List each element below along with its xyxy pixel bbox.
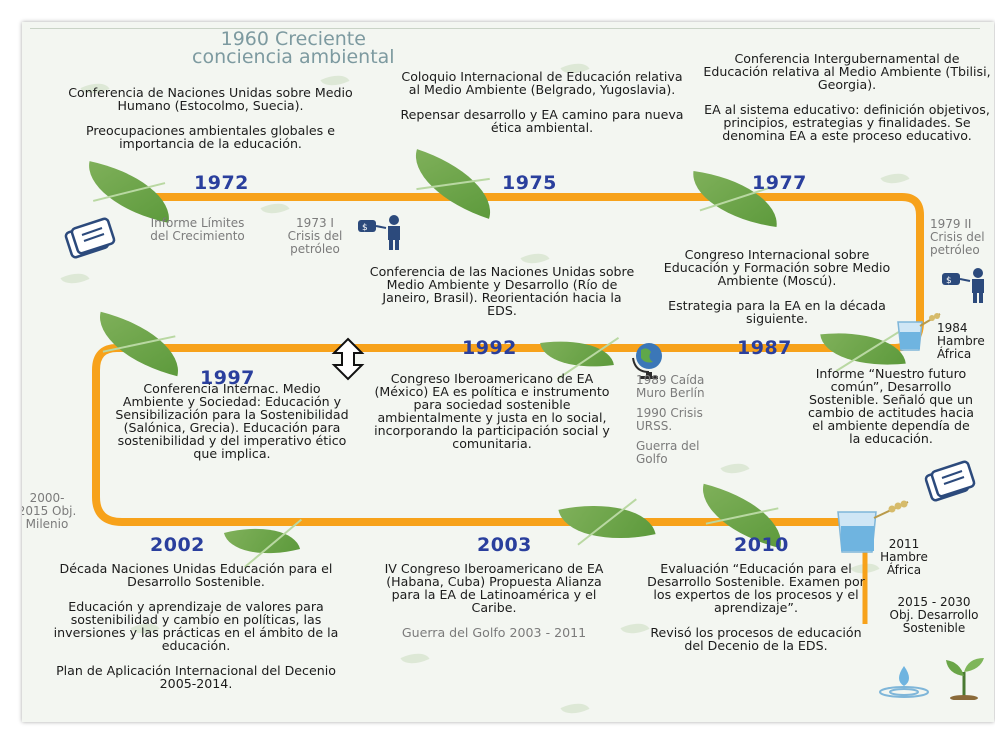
document-icon <box>64 217 116 259</box>
note-crisis-1973: 1973 I Crisis del petróleo <box>287 216 343 256</box>
title-line2: conciencia ambiental <box>192 46 395 68</box>
event-1987-detail: Estrategia para la EA en la década sigui… <box>668 298 886 326</box>
note-milenio: 2000- 2015 Obj. Milenio <box>22 491 77 531</box>
water-glass-icon <box>837 500 909 553</box>
event-1997: Conferencia Internac. Medio Ambiente y S… <box>114 382 350 460</box>
note-crisis-urss: 1990 Crisis URSS. <box>636 406 703 433</box>
event-2002-plan: Plan de Aplicación Internacional del Dec… <box>56 663 336 691</box>
event-2003: IV Congreso Iberoamericano de EA (Habana… <box>378 562 610 639</box>
event-2003-text: IV Congreso Iberoamericano de EA (Habana… <box>384 561 604 615</box>
year-1992: 1992 <box>462 337 517 359</box>
event-1972: Conferencia de Naciones Unidas sobre Med… <box>58 86 363 150</box>
event-1975-detail: Repensar desarrollo y EA camino para nue… <box>400 107 684 135</box>
event-congreso-mexico: Congreso Iberoamericano de EA (México) E… <box>372 372 612 450</box>
event-2010-detail: Revisó los procesos de educación del Dec… <box>650 625 862 653</box>
oil-barrel-person-icon: $ <box>358 215 400 250</box>
year-1972: 1972 <box>194 172 249 194</box>
oil-barrel-person-icon: $ <box>942 268 984 303</box>
year-1975: 1975 <box>502 172 557 194</box>
event-1975-text: Coloquio Internacional de Educación rela… <box>401 69 683 97</box>
double-arrow-icon <box>331 337 365 381</box>
event-2002-detail: Educación y aprendizaje de valores para … <box>53 599 339 653</box>
event-1975: Coloquio Internacional de Educación rela… <box>397 70 687 134</box>
event-1997-text: Conferencia Internac. Medio Ambiente y S… <box>115 381 349 461</box>
event-1992-text: Conferencia de las Naciones Unidas sobre… <box>369 264 635 318</box>
title-line1: 1960 Creciente <box>220 28 366 50</box>
event-1987-text: Congreso Internacional sobre Educación y… <box>663 247 891 288</box>
event-2002-text: Década Naciones Unidas Educación para el… <box>59 561 333 589</box>
svg-text:$: $ <box>946 276 952 286</box>
event-1987: Congreso Internacional sobre Educación y… <box>652 248 902 325</box>
year-1987: 1987 <box>737 337 792 359</box>
timeline-path <box>92 193 924 526</box>
seedling-icon <box>946 658 984 700</box>
year-2010: 2010 <box>734 534 789 556</box>
document-icon <box>924 460 976 502</box>
year-2002: 2002 <box>150 534 205 556</box>
event-1992: Conferencia de las Naciones Unidas sobre… <box>367 265 637 317</box>
event-2002: Década Naciones Unidas Educación para el… <box>40 562 352 690</box>
note-hambre-1984: 1984 Hambre África <box>937 321 985 361</box>
event-1972-text: Conferencia de Naciones Unidas sobre Med… <box>68 85 353 113</box>
event-2003-note: Guerra del Golfo 2003 - 2011 <box>401 625 587 640</box>
note-caida-muro: 1989 Caída Muro Berlín <box>636 373 705 400</box>
svg-text:$: $ <box>362 223 368 233</box>
infographic-frame: 1960 Creciente conciencia ambiental Conf… <box>22 22 994 722</box>
event-congreso-mexico-text: Congreso Iberoamericano de EA (México) E… <box>374 371 610 451</box>
globe-icon <box>632 343 662 379</box>
event-1972-detail: Preocupaciones ambientales globales e im… <box>86 123 335 151</box>
water-glass-icon <box>897 313 941 351</box>
year-2003: 2003 <box>477 534 532 556</box>
event-2010-text: Evaluación “Educación para el Desarrollo… <box>647 561 865 615</box>
year-1977: 1977 <box>752 172 807 194</box>
note-sostenible: 2015 - 2030 Obj. Desarrollo Sostenible <box>889 595 979 635</box>
year-1997: 1997 <box>200 367 255 389</box>
note-informe-futuro: Informe “Nuestro futuro común”, Desarrol… <box>807 366 974 446</box>
event-2010: Evaluación “Educación para el Desarrollo… <box>646 562 866 652</box>
note-informe-limites: Informe Límites del Crecimiento <box>150 216 245 243</box>
water-drop-icon <box>879 666 929 698</box>
note-guerra-golfo: Guerra del Golfo <box>636 439 700 466</box>
note-hambre-2011: 2011 Hambre África <box>880 537 928 577</box>
event-1977-detail: EA al sistema educativo: definición obje… <box>704 102 990 143</box>
event-1977-text: Conferencia Intergubernamental de Educac… <box>703 51 991 92</box>
page-title: 1960 Creciente conciencia ambiental <box>192 28 395 68</box>
top-divider <box>30 28 980 29</box>
event-1977: Conferencia Intergubernamental de Educac… <box>702 52 992 142</box>
note-crisis-1979: 1979 II Crisis del petróleo <box>930 217 985 257</box>
